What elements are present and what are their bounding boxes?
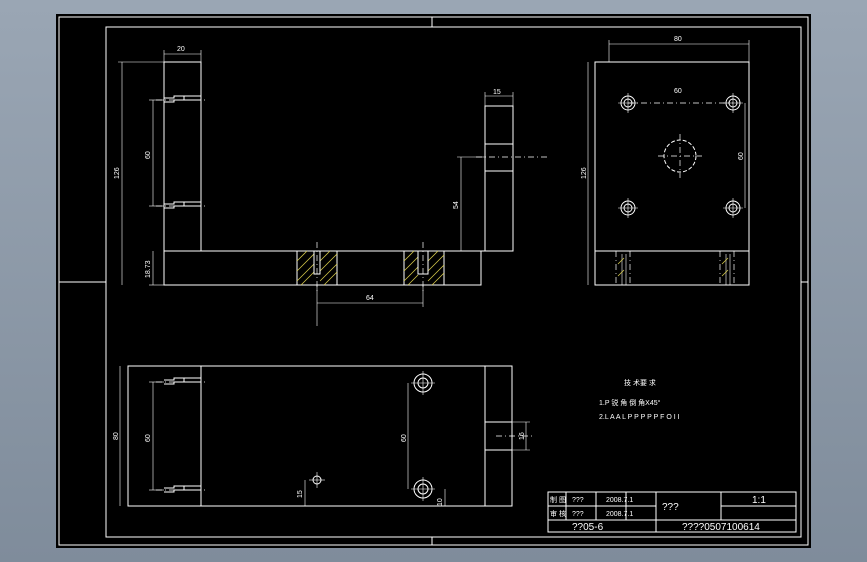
- dim-top-right-height: 60: [401, 434, 408, 442]
- top-hole-small: [309, 472, 325, 488]
- side-body: [594, 61, 750, 286]
- front-hatch-left: [296, 250, 338, 286]
- dim-top-slot-width: 16: [519, 432, 526, 440]
- dim-side-width: 80: [674, 36, 682, 43]
- tb-scale: 1:1: [752, 495, 766, 506]
- top-view: 80 60 60 16 15 10: [113, 365, 534, 507]
- tb-row2-date: 2008.7.1: [606, 511, 633, 518]
- top-body: [127, 365, 513, 507]
- drawing-canvas: 20 126 60 18.73 15 54: [58, 16, 809, 546]
- dim-front-top-width: 20: [177, 46, 185, 53]
- notes-line-2: 2.L A A L P P P P P F O I I: [599, 414, 680, 421]
- tb-row2-name: ???: [572, 511, 584, 518]
- tb-row2-label: 审 核: [550, 509, 566, 518]
- dim-front-right-height: 54: [453, 201, 460, 209]
- tb-drawing-no: ??05-6: [572, 522, 604, 533]
- dim-front-slot-spacing: 64: [366, 295, 374, 302]
- notes-title: 技 术要 求: [624, 378, 656, 387]
- tb-code: ????0507100614: [682, 522, 760, 533]
- outer-border: [58, 16, 809, 546]
- side-view: 80 60 126 60: [581, 36, 750, 286]
- top-hole-upper: [411, 371, 435, 395]
- front-right-upright: [484, 105, 514, 252]
- side-hole-tl: [618, 93, 638, 113]
- dim-side-hole-spacing-h: 60: [674, 88, 682, 95]
- tb-row1-name: ???: [572, 497, 584, 504]
- side-threads: [615, 251, 735, 285]
- side-hole-bl: [618, 198, 638, 218]
- side-hole-br: [723, 198, 743, 218]
- dim-front-right-width: 15: [493, 89, 501, 96]
- dim-top-width: 80: [113, 432, 120, 440]
- dim-top-bottom-offset: 10: [437, 498, 444, 506]
- dim-top-small-hole-offset: 15: [297, 490, 304, 498]
- tb-part-name: ???: [662, 502, 679, 513]
- dim-side-hole-spacing-v: 60: [738, 152, 745, 160]
- notes-line-1: 1.P 锐 角 倒 角X45°: [599, 398, 661, 407]
- title-block: 制 图 ??? 2008.7.1 审 核 ??? 2008.7.1 ??? 1:…: [547, 491, 797, 533]
- inner-border: [105, 26, 802, 538]
- side-center-hole: [658, 134, 702, 178]
- front-view: 20 126 60 18.73 15 54: [114, 46, 548, 326]
- front-hatch-right: [403, 250, 445, 286]
- dim-front-height: 126: [114, 167, 121, 179]
- technical-notes: 技 术要 求 1.P 锐 角 倒 角X45° 2.L A A L P P P P…: [599, 378, 680, 421]
- front-left-upright: [163, 61, 202, 252]
- dim-top-hole-spacing: 60: [145, 434, 152, 442]
- dim-side-height: 126: [581, 167, 588, 179]
- drawing-sheet: 20 126 60 18.73 15 54: [56, 14, 811, 548]
- dim-front-hole-spacing: 60: [145, 151, 152, 159]
- dim-front-base-height: 18.73: [145, 260, 152, 278]
- tb-row1-date: 2008.7.1: [606, 497, 633, 504]
- tb-row1-label: 制 图: [550, 495, 566, 504]
- top-hole-lower: [411, 477, 435, 501]
